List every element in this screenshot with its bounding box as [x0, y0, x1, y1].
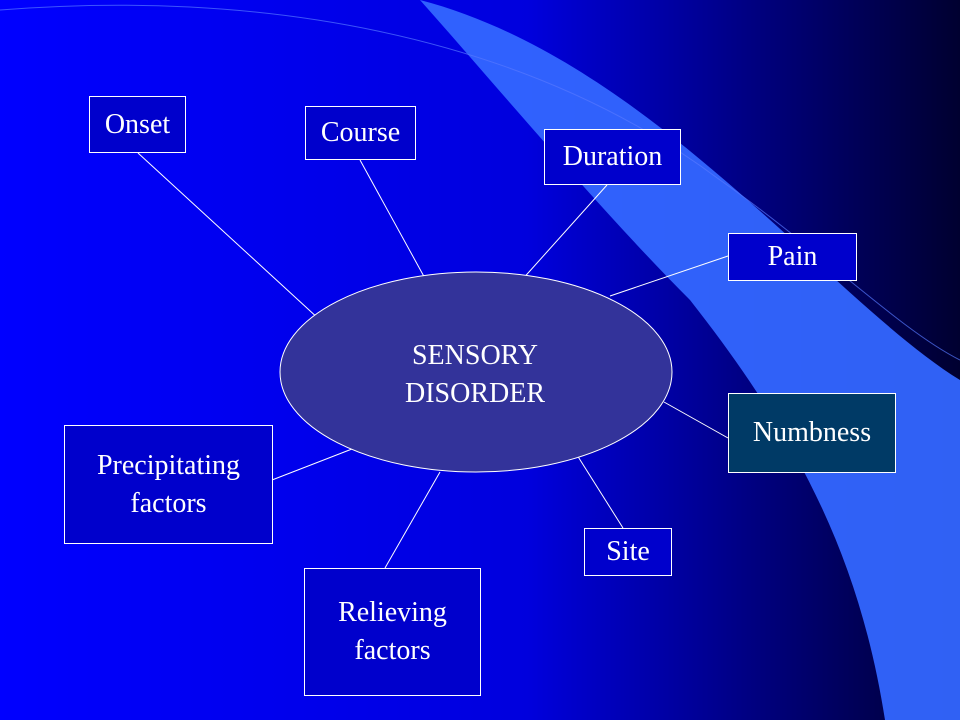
node-precipitating-line1: Precipitating [96, 449, 241, 481]
connector-precipitating [271, 448, 353, 481]
node-precipitating-line2: factors [130, 487, 207, 519]
connector-course [359, 159, 428, 283]
node-pain-label: Pain [767, 241, 818, 272]
swoosh-edge-line [0, 4, 960, 361]
node-relieving-factors: Relieving factors [304, 568, 481, 696]
node-numbness-label: Numbness [752, 417, 872, 448]
node-relieving-line1: Relieving [338, 597, 447, 628]
node-duration: Duration [544, 129, 681, 185]
decorative-swoosh [420, 0, 960, 720]
node-site-label: Site [606, 536, 650, 567]
connector-relieving [384, 471, 441, 569]
node-onset-label: Onset [104, 108, 171, 140]
connector-pain [609, 255, 729, 297]
node-site: Site [584, 528, 672, 576]
node-onset: Onset [89, 96, 186, 153]
center-label-line1: SENSORY [411, 340, 539, 371]
node-precipitating-factors: Precipitating factors [64, 425, 273, 544]
center-label-line2: DISORDER [404, 378, 545, 409]
connector-onset [137, 152, 321, 321]
center-ellipse [279, 271, 673, 473]
node-pain: Pain [728, 233, 857, 281]
connector-site [576, 454, 624, 529]
center-label: SENSORY DISORDER [300, 335, 650, 415]
node-course-label: Course [320, 117, 401, 148]
node-duration-label: Duration [562, 141, 663, 172]
node-course: Course [305, 106, 416, 160]
connector-lines [137, 152, 729, 569]
node-numbness: Numbness [728, 393, 896, 473]
node-relieving-line2: factors [354, 635, 431, 666]
connector-duration [519, 184, 608, 283]
connector-numbness [663, 401, 729, 439]
